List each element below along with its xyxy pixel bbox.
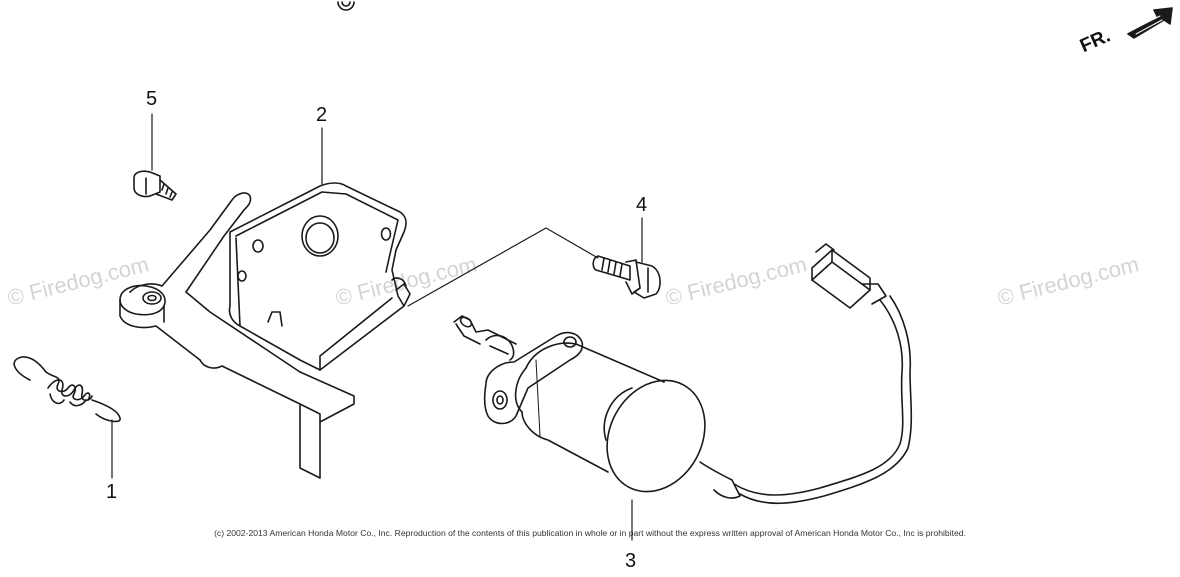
copyright-notice: (c) 2002-2013 American Honda Motor Co., … <box>214 528 966 538</box>
callout-2: 2 <box>316 104 328 126</box>
top-partial-symbol <box>337 1 355 11</box>
small-bolt-part <box>133 170 177 201</box>
callout-4: 4 <box>636 194 648 216</box>
bracket-part <box>119 182 411 479</box>
callout-5: 5 <box>146 88 158 110</box>
solenoid-part <box>453 243 913 505</box>
callout-3: 3 <box>625 550 637 572</box>
front-direction-arrow-icon <box>1127 7 1173 39</box>
callout-1: 1 <box>106 481 118 503</box>
spring-part <box>13 356 121 423</box>
flange-bolt-part <box>592 255 661 299</box>
